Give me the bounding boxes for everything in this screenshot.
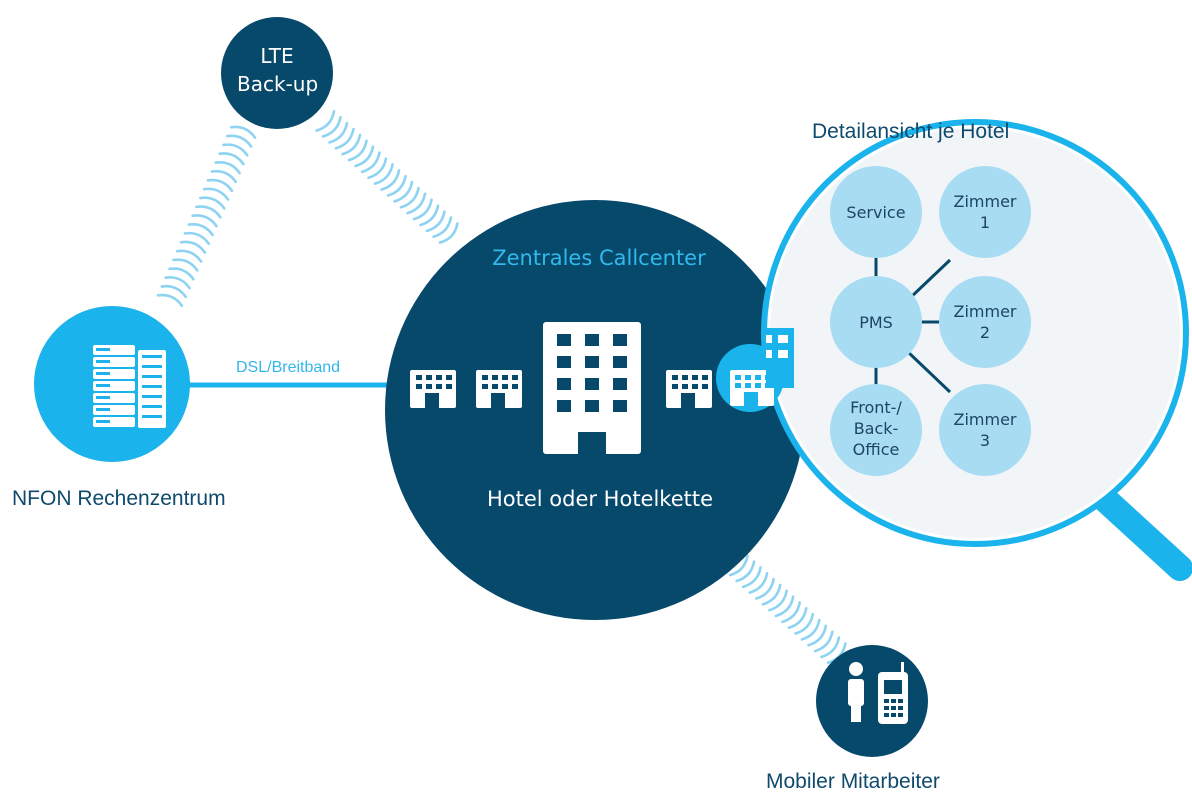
wireless-signal-icon [195, 205, 222, 219]
wireless-signal-icon [807, 624, 828, 647]
wireless-signal-icon [191, 214, 218, 228]
server-rack-icon [93, 345, 166, 428]
wireless-signal-icon [226, 134, 253, 148]
wireless-signal-icon [183, 231, 211, 246]
wireless-signal-icon [202, 187, 230, 201]
wireless-signal-icon [347, 139, 368, 162]
building-icon [543, 322, 641, 454]
wireless-signal-icon [156, 293, 184, 308]
wireless-signal-icon [432, 216, 453, 239]
wireless-signal-icon [419, 204, 440, 227]
wireless-signal-icon [386, 174, 407, 197]
wireless-signal-icon [160, 284, 187, 299]
detail-view-title: Detailansicht je Hotel [812, 120, 1010, 143]
hotel-label: Hotel oder Hotelkette [486, 487, 714, 511]
wireless-signal-icon [800, 618, 821, 641]
wireless-signal-icon [761, 583, 782, 606]
wireless-signal-icon [735, 560, 756, 583]
wireless-signal-icon [367, 157, 388, 180]
lte-backup-node [221, 17, 333, 129]
front-label-line2: Back- [853, 419, 899, 438]
wireless-signal-icon [794, 612, 815, 635]
lte-label-line2: Back-up [237, 72, 319, 96]
mobile-worker-node [816, 645, 928, 757]
wireless-signal-icon [425, 210, 446, 233]
signal-lte-hotel [315, 110, 459, 244]
wireless-signal-icon [354, 145, 375, 168]
dsl-label: DSL/Breitband [236, 359, 341, 376]
wireless-signal-icon [748, 571, 769, 594]
wireless-signal-icon [199, 196, 226, 210]
wireless-signal-icon [373, 163, 394, 185]
wireless-signal-icon [820, 636, 841, 659]
wireless-signal-icon [222, 143, 249, 157]
front-back-office-label: Front-/ Back- Office [836, 397, 916, 460]
service-label: Service [846, 203, 906, 222]
wireless-signal-icon [406, 192, 427, 215]
signal-nfon-lte [156, 125, 257, 308]
wireless-signal-icon [399, 186, 420, 209]
zimmer1-bubble [939, 166, 1031, 258]
wireless-signal-icon [179, 240, 207, 254]
zimmer3-bubble [939, 384, 1031, 476]
zimmer2-bubble [939, 276, 1031, 368]
wireless-signal-icon [168, 267, 195, 281]
wireless-signal-icon [813, 630, 834, 653]
wireless-signal-icon [380, 169, 401, 191]
wireless-signal-icon [172, 258, 199, 272]
wireless-signal-icon [728, 554, 749, 577]
wireless-signal-icon [206, 178, 234, 193]
zoomed-building-windows [766, 335, 788, 358]
wireless-signal-icon [360, 151, 381, 174]
pms-label: PMS [859, 313, 893, 332]
wireless-signal-icon [218, 152, 245, 166]
front-back-office-bubble [830, 384, 922, 476]
building-icon [476, 370, 522, 408]
wireless-signal-icon [768, 589, 788, 612]
wireless-signal-icon [321, 115, 342, 138]
nfon-datacenter-label: NFON Rechenzentrum [12, 487, 226, 510]
magnifier-ring [761, 119, 1189, 547]
pms-bubble [830, 276, 922, 368]
building-icon [666, 370, 712, 408]
wireless-signal-icon [175, 249, 203, 263]
wireless-signal-icon [210, 169, 238, 184]
wireless-signal-icon [774, 595, 795, 618]
wireless-signal-icon [334, 127, 355, 150]
wireless-signal-icon [412, 198, 433, 221]
service-bubble [830, 166, 922, 258]
person-icon [848, 662, 864, 722]
front-label-line3: Office [852, 440, 900, 459]
callcenter-label: Zentrales Callcenter [492, 246, 706, 270]
wireless-signal-icon [229, 125, 257, 139]
lte-label-line1: LTE [260, 44, 294, 68]
wireless-signal-icon [741, 566, 762, 589]
wireless-signal-icon [187, 222, 214, 237]
wireless-signal-icon [754, 577, 775, 600]
wireless-signal-icon [438, 222, 459, 244]
wireless-signal-icon [214, 161, 241, 175]
wireless-signal-icon [328, 121, 349, 144]
front-label-line1: Front-/ [850, 398, 902, 417]
wireless-signal-icon [341, 133, 362, 156]
wireless-signal-icon [315, 110, 336, 132]
wireless-signal-icon [393, 180, 414, 203]
wireless-signal-icon [787, 607, 808, 630]
wireless-signal-icon [781, 601, 802, 624]
wireless-signal-icon [164, 276, 191, 290]
mobile-phone-icon [878, 662, 908, 724]
mobile-worker-label: Mobiler Mitarbeiter [766, 770, 940, 793]
lte-backup-label: LTE Back-up [237, 42, 319, 98]
building-icon [410, 370, 456, 408]
